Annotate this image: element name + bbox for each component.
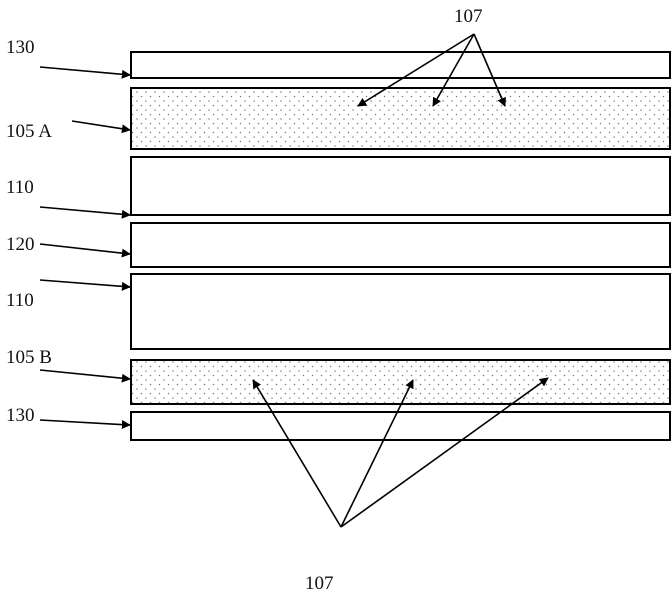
label-107-top: 107 (454, 6, 483, 27)
label-130-bottom: 130 (6, 405, 35, 426)
label-120: 120 (6, 234, 35, 255)
leader-arrow-105b (40, 370, 130, 379)
leader-arrow-130-bottom (40, 420, 130, 425)
leader-arrow-120 (40, 244, 130, 254)
label-105a: 105 A (6, 121, 52, 142)
leader-arrow-110-lower (40, 280, 130, 287)
layer-130-top (131, 52, 670, 78)
layer-130-bottom (131, 412, 670, 440)
leader-arrow-130-top (40, 67, 130, 75)
label-110-lower: 110 (6, 290, 34, 311)
label-107-bottom: 107 (305, 573, 334, 594)
layer-105a (131, 88, 670, 149)
label-130-top: 130 (6, 37, 35, 58)
leader-arrow-110-upper (40, 207, 130, 215)
layer-120 (131, 223, 670, 267)
leader-arrow-105a (72, 121, 130, 130)
layer-110-lower (131, 274, 670, 349)
layer-110-upper (131, 157, 670, 215)
label-110-upper: 110 (6, 177, 34, 198)
layer-105b (131, 360, 670, 404)
label-105b: 105 B (6, 347, 52, 368)
